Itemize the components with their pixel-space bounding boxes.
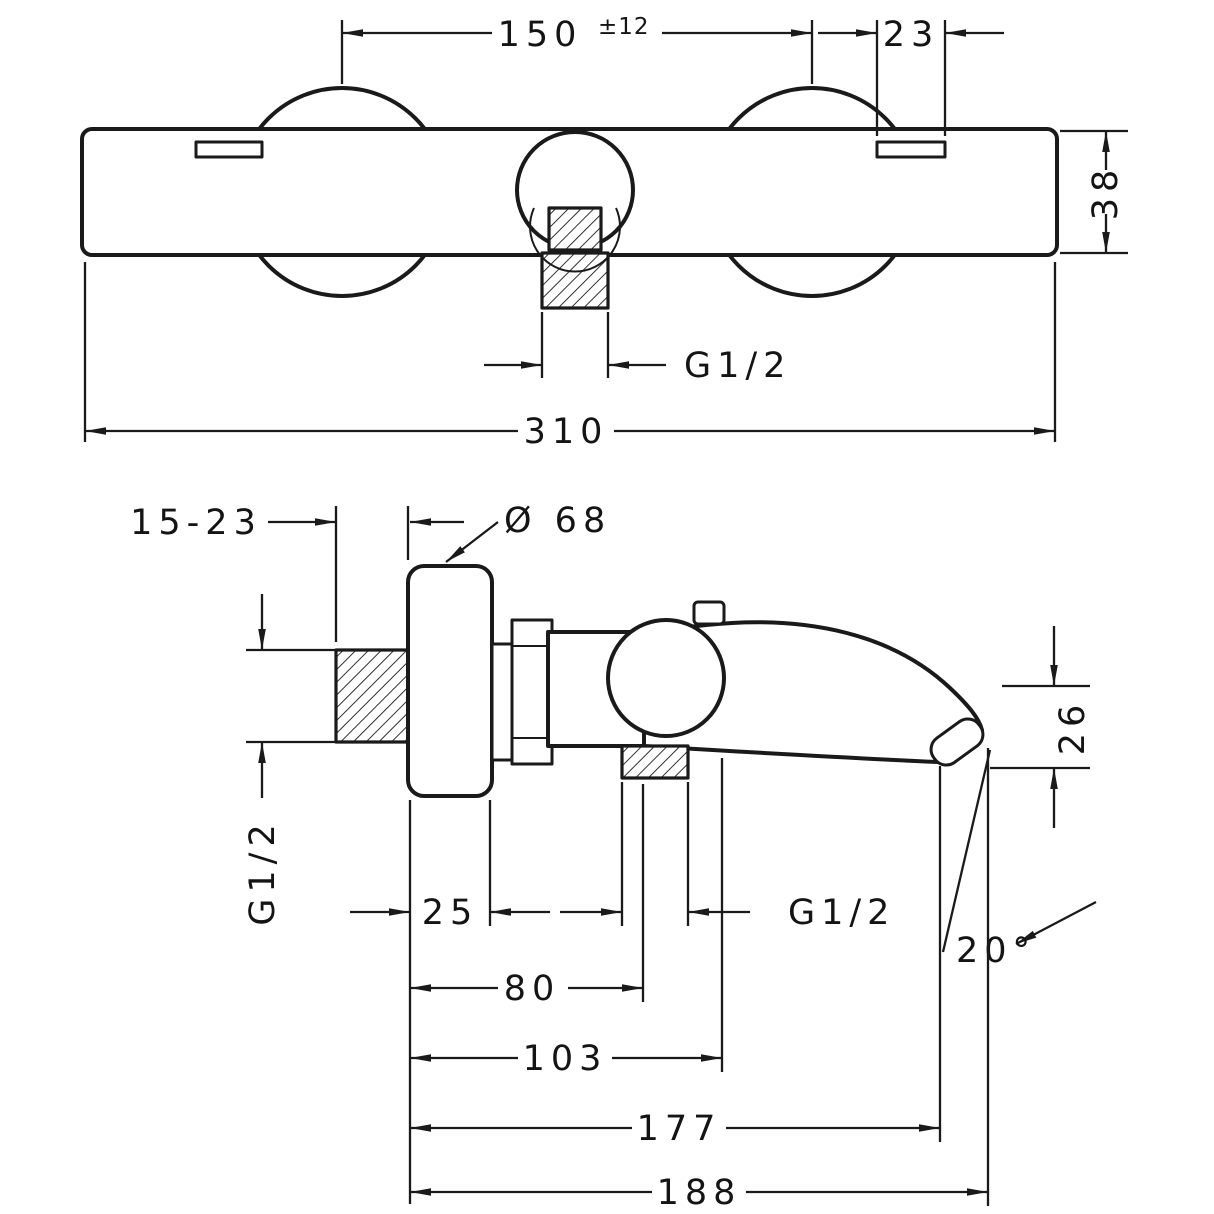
dim-label-103: 103 — [523, 1039, 608, 1079]
dim-diameter-68: Ø 68 — [445, 501, 611, 563]
dim-15-23: 15-23 — [130, 503, 464, 642]
dim-label-20deg: 20° — [956, 931, 1036, 971]
dim-label-g12-front: G1/2 — [684, 346, 791, 386]
dim-label-26: 26 — [1053, 699, 1093, 756]
union-collar — [490, 642, 514, 762]
dim-label-177: 177 — [637, 1109, 722, 1149]
spout-mouth — [929, 717, 985, 767]
dim-g12-outlet: G1/2 — [560, 893, 895, 933]
shower-outlet-stub-side — [620, 744, 690, 780]
dim-g12-front: G1/2 — [484, 312, 791, 386]
side-view: 15-23 Ø 68 G1/2 26 20° — [130, 501, 1097, 1213]
dim-label-25: 25 — [422, 893, 479, 933]
dim-label-23: 23 — [883, 15, 940, 55]
dim-label-15-23: 15-23 — [130, 503, 262, 543]
dim-38: 38 — [1060, 129, 1128, 255]
dim-label-188: 188 — [657, 1173, 742, 1213]
dim-25: 25 — [350, 893, 550, 933]
dim-103: 103 — [410, 1039, 722, 1079]
handle-tab — [692, 600, 726, 626]
dim-label-d68: Ø 68 — [504, 501, 611, 541]
wall-escutcheon-side — [406, 564, 494, 798]
dim-label-310: 310 — [524, 412, 609, 452]
dim-80: 80 — [410, 969, 643, 1009]
extension-lines — [408, 748, 990, 1206]
outlet-ring-inner — [529, 207, 621, 273]
dim-label-150: 150 — [498, 15, 583, 55]
dim-label-80: 80 — [504, 969, 561, 1009]
inlet-thread-nipple — [334, 648, 412, 744]
front-view: 150 ±12 23 38 G1/2 — [80, 14, 1128, 452]
union-nut — [510, 618, 554, 766]
dim-20deg: 20° — [941, 749, 1097, 971]
dim-150: 150 ±12 — [340, 14, 814, 84]
dim-188: 188 — [410, 1173, 988, 1213]
left-slot — [194, 140, 264, 159]
dim-177: 177 — [410, 1109, 940, 1149]
outlet-inner-hatch — [547, 206, 603, 252]
dim-label-150-tolerance: ±12 — [598, 14, 650, 40]
shower-outlet-stub — [540, 251, 610, 310]
dim-label-g12-inlet: G1/2 — [243, 818, 283, 925]
thermostat-knob — [606, 618, 726, 738]
right-slot — [875, 140, 947, 159]
dim-23: 23 — [818, 15, 1004, 136]
dim-label-g12-outlet: G1/2 — [788, 893, 895, 933]
dim-26: 26 — [990, 626, 1093, 828]
dim-label-38: 38 — [1086, 164, 1126, 221]
dim-310: 310 — [83, 262, 1057, 452]
dim-g12-inlet: G1/2 — [243, 594, 336, 926]
spout — [642, 620, 984, 764]
